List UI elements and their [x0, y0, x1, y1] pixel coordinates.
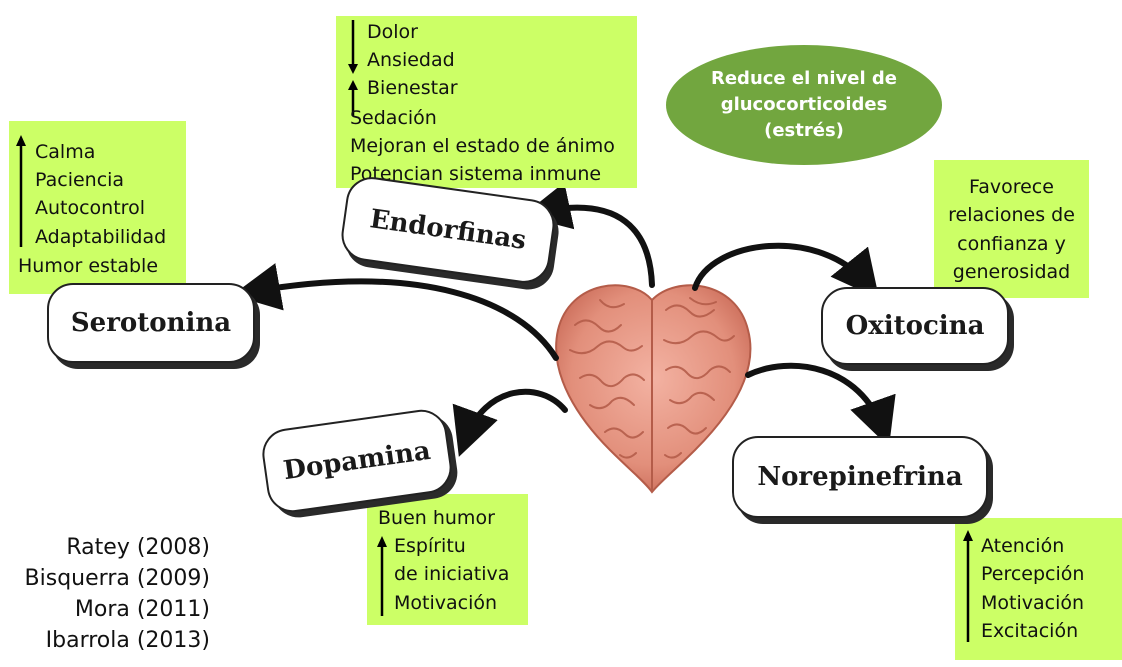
serotonina-line-1: Calma [35, 141, 95, 163]
serotonina-line-2: Paciencia [35, 169, 124, 191]
reference-item: Ratey (2008) [25, 532, 210, 563]
dopamina-line-4: Motivación [394, 592, 497, 614]
norepinefrina-line-2: Percepción [981, 563, 1084, 585]
brain-icon [556, 285, 750, 492]
references-list: Ratey (2008) Bisquerra (2009) Mora (2011… [25, 532, 210, 656]
norepinefrina-line-1: Atención [981, 535, 1064, 557]
glucocorticoids-ellipse: Reduce el nivel de glucocorticoides (est… [666, 45, 942, 165]
oxitocina-line-1: Favorece [934, 176, 1089, 198]
norepinefrina-label: Norepinefrina [732, 436, 988, 518]
arrow-to-dopamina [465, 392, 565, 440]
oxitocina-label: Oxitocina [821, 287, 1009, 365]
serotonina-line-3: Autocontrol [35, 197, 145, 219]
arrow-up-icon [962, 530, 974, 642]
norepinefrina-effects-box: Atención Percepción Motivación Excitació… [955, 518, 1122, 660]
dopamina-line-1: Buen humor [378, 507, 495, 529]
norepinefrina-label-text: Norepinefrina [757, 462, 962, 492]
endorfinas-effects-box: Dolor Ansiedad Bienestar Sedación Mejora… [336, 16, 637, 188]
oxitocina-effects-box: Favorece relaciones de confianza y gener… [934, 160, 1089, 298]
ellipse-line-2: glucocorticoides [721, 92, 888, 118]
reference-item: Bisquerra (2009) [25, 563, 210, 594]
dopamina-line-3: de iniciativa [394, 563, 509, 585]
arrow-to-norepinefrina [748, 366, 883, 430]
endorfinas-line-5: Mejoran el estado de ánimo [350, 135, 615, 157]
endorfinas-line-2: Ansiedad [367, 49, 455, 71]
arrow-to-serotonina [250, 281, 556, 358]
oxitocina-line-3: confianza y [934, 233, 1089, 255]
oxitocina-line-2: relaciones de [934, 204, 1089, 226]
arrow-to-endorfinas [540, 208, 652, 285]
arrow-up-icon [376, 536, 388, 616]
endorfinas-label-text: Endorfinas [368, 204, 528, 256]
dopamina-label-text: Dopamina [282, 436, 433, 486]
serotonina-label: Serotonina [47, 283, 255, 363]
oxitocina-line-4: generosidad [934, 261, 1089, 283]
norepinefrina-line-3: Motivación [981, 592, 1084, 614]
dopamina-effects-box: Buen humor Espíritu de iniciativa Motiva… [367, 494, 528, 625]
reference-item: Mora (2011) [25, 594, 210, 625]
serotonina-label-text: Serotonina [71, 308, 231, 338]
vertical-arrows-icon [347, 20, 359, 116]
arrow-up-icon [15, 135, 27, 247]
ellipse-line-3: (estrés) [764, 118, 844, 144]
arrow-to-oxitocina [695, 246, 868, 288]
endorfinas-line-1: Dolor [367, 21, 418, 43]
endorfinas-line-3: Bienestar [367, 77, 458, 99]
oxitocina-label-text: Oxitocina [846, 311, 985, 341]
serotonina-line-4: Adaptabilidad [35, 226, 166, 248]
norepinefrina-line-4: Excitación [981, 620, 1078, 642]
ellipse-line-1: Reduce el nivel de [711, 66, 897, 92]
dopamina-line-2: Espíritu [394, 535, 466, 557]
serotonina-effects-box: Calma Paciencia Autocontrol Adaptabilida… [9, 121, 186, 294]
reference-item: Ibarrola (2013) [25, 625, 210, 656]
serotonina-line-5: Humor estable [18, 255, 158, 277]
endorfinas-line-4: Sedación [350, 107, 437, 129]
